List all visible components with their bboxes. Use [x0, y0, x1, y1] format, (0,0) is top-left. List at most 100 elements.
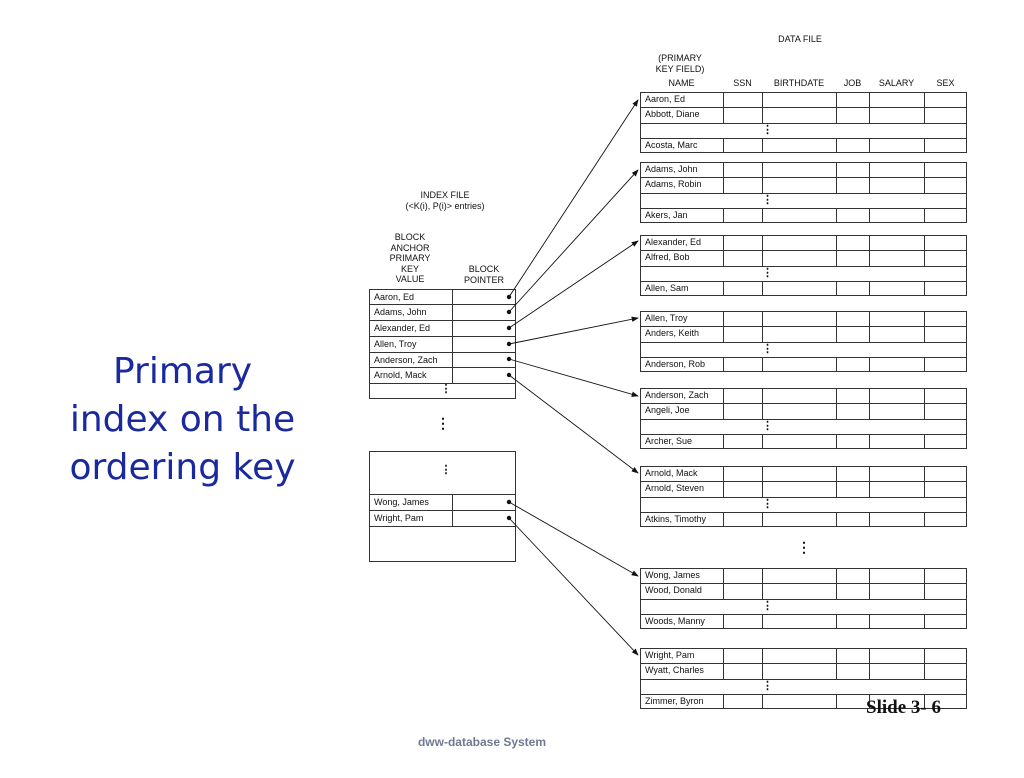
data-record-name: Alexander, Ed — [645, 237, 702, 247]
data-row-line — [640, 481, 967, 483]
data-record-name: Anderson, Rob — [645, 358, 706, 369]
data-col-line — [836, 107, 837, 123]
data-col-line — [762, 235, 763, 251]
vertical-ellipsis-icon: ⋮ — [762, 123, 773, 136]
data-col-line — [723, 137, 724, 154]
data-col-line — [723, 92, 724, 108]
data-row-line — [640, 265, 967, 267]
data-col-line — [869, 466, 870, 482]
data-col-line — [924, 433, 925, 450]
data-row-line — [640, 693, 967, 695]
data-record-name: Abbott, Diane — [645, 109, 700, 120]
pointer-arrow — [508, 374, 639, 474]
data-col-line — [762, 207, 763, 224]
data-col-line — [924, 466, 925, 482]
pointer-dot — [506, 325, 512, 331]
data-col-line — [723, 177, 724, 193]
data-col-line — [836, 162, 837, 178]
index-key-header-line-5: VALUE — [395, 274, 425, 284]
index-file-label-line-1: INDEX FILE — [420, 190, 470, 200]
vertical-ellipsis-icon: ⋮ — [436, 415, 450, 431]
data-col-line — [762, 388, 763, 404]
data-col-line — [762, 481, 763, 497]
index-row-line — [369, 510, 516, 511]
vertical-ellipsis-icon: ⋮ — [762, 599, 773, 612]
data-record-name: Wong, James — [645, 570, 700, 580]
data-col-line — [869, 511, 870, 528]
data-col-line — [836, 568, 837, 584]
primary-key-label-line-1: (PRIMARY — [658, 53, 702, 63]
index-block-1 — [369, 289, 516, 399]
pointer-dot — [506, 309, 512, 315]
data-record-name: Arnold, Mack — [645, 468, 698, 478]
data-col-line — [723, 583, 724, 599]
data-record-name: Angeli, Joe — [645, 405, 690, 416]
vertical-ellipsis-icon: ⋮ — [762, 193, 773, 206]
column-header-ssn: SSN — [733, 78, 752, 88]
data-col-line — [924, 648, 925, 664]
data-col-line — [762, 648, 763, 664]
data-col-line — [869, 177, 870, 193]
data-col-line — [723, 107, 724, 123]
vertical-ellipsis-icon: ⋮ — [762, 419, 773, 432]
index-entry: Anderson, Zach — [374, 355, 438, 365]
index-row-line — [369, 336, 516, 337]
data-col-line — [924, 207, 925, 224]
data-col-line — [836, 235, 837, 251]
data-col-line — [924, 356, 925, 373]
data-col-line — [762, 107, 763, 123]
data-col-line — [924, 137, 925, 154]
data-col-line — [869, 311, 870, 327]
data-col-line — [723, 162, 724, 178]
data-row-line — [640, 418, 967, 420]
data-row-line — [640, 613, 967, 615]
data-col-line — [869, 613, 870, 630]
data-col-line — [762, 326, 763, 342]
index-entry: Adams, John — [374, 307, 427, 317]
index-key-header-line-2: ANCHOR — [390, 242, 430, 253]
data-col-line — [924, 177, 925, 193]
pointer-dot — [506, 515, 512, 521]
data-col-line — [762, 613, 763, 630]
data-col-line — [836, 92, 837, 108]
data-col-line — [762, 403, 763, 419]
data-col-line — [836, 663, 837, 679]
title-line-2: index on the — [69, 399, 296, 440]
index-row-line — [369, 383, 516, 384]
vertical-ellipsis-icon: ⋮ — [762, 342, 773, 355]
data-col-line — [723, 207, 724, 224]
vertical-ellipsis-icon: ⋮ — [762, 266, 773, 279]
column-header-name: NAME — [668, 78, 695, 88]
data-col-line — [869, 137, 870, 154]
data-col-line — [762, 663, 763, 679]
data-col-line — [762, 162, 763, 178]
data-col-line — [869, 207, 870, 224]
column-header-sex: SEX — [936, 78, 955, 88]
data-record-name: Adams, John — [645, 164, 698, 174]
index-entry: Allen, Troy — [374, 339, 417, 349]
data-col-line — [836, 311, 837, 327]
data-col-line — [723, 433, 724, 450]
index-entry: Alexander, Ed — [374, 323, 431, 333]
data-col-line — [924, 162, 925, 178]
pointer-arrow — [508, 358, 639, 397]
data-col-line — [723, 388, 724, 404]
data-col-line — [869, 663, 870, 679]
data-col-line — [762, 568, 763, 584]
data-col-line — [924, 250, 925, 266]
index-key-header: BLOCK ANCHOR PRIMARY KEY VALUE — [370, 232, 450, 285]
data-col-line — [924, 663, 925, 679]
data-col-line — [723, 235, 724, 251]
pointer-arrow — [508, 169, 639, 313]
index-row-line — [369, 494, 516, 495]
column-header-birthdate: BIRTHDATE — [773, 78, 825, 88]
data-col-line — [924, 403, 925, 419]
data-record-name: Acosta, Marc — [645, 139, 698, 150]
data-col-line — [762, 356, 763, 373]
data-col-line — [836, 481, 837, 497]
index-key-header-line-4: KEY — [400, 263, 419, 274]
index-row-line — [369, 526, 516, 527]
data-col-line — [869, 162, 870, 178]
data-col-line — [924, 693, 925, 710]
data-col-line — [924, 568, 925, 584]
